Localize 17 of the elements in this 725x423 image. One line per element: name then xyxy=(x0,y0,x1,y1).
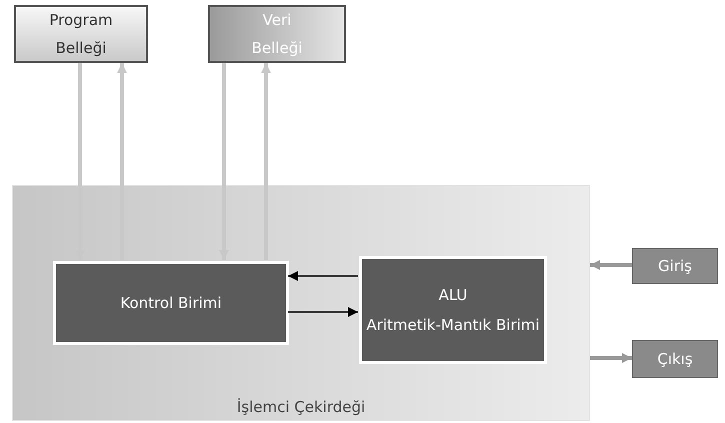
unit-box xyxy=(359,256,547,364)
arrow xyxy=(288,307,358,317)
port-box: Çıkış xyxy=(632,340,718,378)
memory-box: Veri Belleği xyxy=(208,5,346,63)
arrow xyxy=(219,63,229,260)
box-heading: ALU xyxy=(438,286,468,304)
arrow xyxy=(117,63,127,260)
arrow xyxy=(288,271,358,281)
unit-box: Kontrol Birimi xyxy=(53,261,289,345)
core-panel xyxy=(12,185,590,421)
memory-box: Program Belleği xyxy=(14,5,148,63)
arrow xyxy=(590,260,632,270)
box-text: Aritmetik-Mantık Birimi xyxy=(366,316,540,334)
port-box: Giriş xyxy=(632,248,718,284)
arrow xyxy=(261,63,271,260)
panel-title: İşlemci Çekirdeği xyxy=(236,398,366,416)
arrow xyxy=(590,353,632,363)
